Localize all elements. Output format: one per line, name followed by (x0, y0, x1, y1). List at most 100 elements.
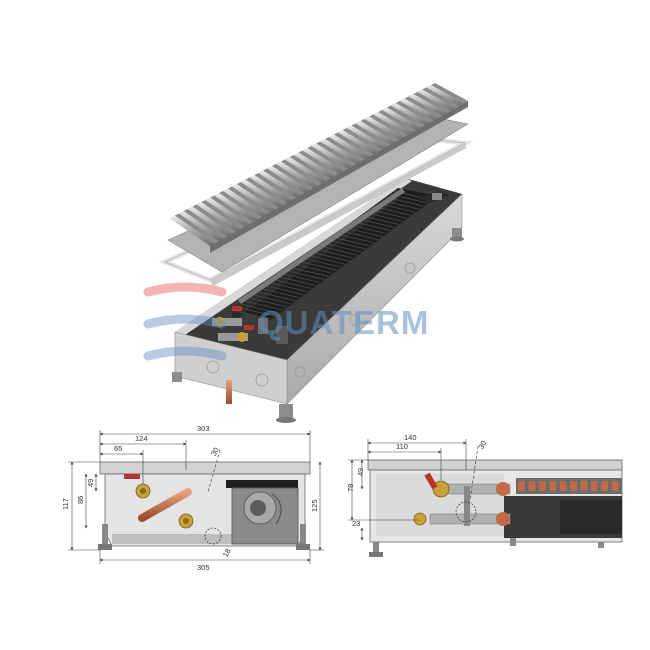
fin-line (236, 306, 275, 317)
grille-slat (302, 148, 344, 174)
fin-line (319, 245, 358, 256)
adjustable-foot (452, 228, 462, 238)
copper-fin (580, 481, 588, 491)
fin-line (240, 303, 279, 314)
linear-grille (170, 83, 468, 253)
dim-inner-height: 86 (76, 496, 85, 504)
copper-fin (601, 481, 609, 491)
fin-line (244, 300, 283, 311)
valve-red-handle (232, 306, 242, 311)
knockout-hole (294, 366, 306, 378)
valve-assembly (212, 191, 450, 344)
front-section-drawing: 303 124 65 30 117 86 49 125 305 18 (61, 424, 324, 572)
fin-line (331, 236, 370, 247)
copper-fin (611, 481, 619, 491)
valve-brass (237, 332, 247, 342)
dim-pipe-dia: 18 (221, 547, 233, 559)
grille-slat (373, 112, 413, 135)
valve-red-handle (124, 474, 140, 479)
grille-slat (223, 188, 267, 217)
pipe-stub (226, 380, 232, 404)
dim-overall-top: 303 (197, 424, 210, 433)
grille-slat (426, 85, 465, 106)
fin-line (277, 276, 316, 286)
fin-line (231, 309, 271, 320)
grille-slat (284, 157, 327, 184)
grille-slat (337, 130, 379, 155)
knockout-hole (206, 360, 220, 374)
knockout-hole (349, 314, 361, 326)
heat-exchanger (231, 188, 438, 322)
dim-valve-height: 49 (86, 479, 95, 487)
valve-brass (413, 512, 427, 526)
copper-fin (590, 481, 598, 491)
fin-line (339, 230, 378, 241)
grille-slat (311, 143, 353, 169)
fin-line (335, 233, 374, 244)
grille-slat (231, 184, 275, 213)
grille-slat (390, 103, 430, 126)
fin-line (310, 251, 349, 262)
grille-slat (417, 89, 456, 111)
fin-line (273, 279, 312, 289)
dim-height-b: 49 (356, 468, 365, 476)
grille-slat (364, 116, 404, 140)
copper-fin (570, 481, 577, 491)
copper-fin (559, 481, 567, 491)
fin-line (314, 248, 354, 259)
dim-valve-offset: 65 (114, 444, 122, 453)
brand-watermark: QUATERM (143, 282, 429, 361)
fin-line (285, 269, 325, 280)
fin-line (323, 242, 362, 253)
fin-line (269, 282, 308, 292)
adjustable-foot (279, 404, 293, 418)
grille-slat (408, 94, 447, 116)
grille-slat (240, 179, 284, 208)
grille-slat (249, 175, 293, 203)
copper-fin (549, 481, 557, 491)
fin-line (248, 297, 287, 308)
copper-pipe (138, 488, 192, 522)
dim-pipe-offset: 124 (135, 434, 148, 443)
grille-slat (214, 193, 258, 222)
knockout-hole (255, 373, 269, 387)
fin-line (265, 285, 304, 295)
fin-line (290, 266, 329, 277)
dim-height-a: 78 (346, 484, 355, 492)
fin-line (256, 291, 295, 302)
valve-red-handle (424, 472, 438, 490)
side-section-drawing: 140 110 30 78 49 23 (346, 433, 623, 557)
grille-slat (267, 166, 310, 193)
grille-slat (346, 125, 387, 150)
fin-line (252, 294, 291, 305)
grille-slat (355, 121, 396, 145)
dim-bottom-width: 305 (197, 563, 210, 572)
grille-slat (187, 206, 232, 237)
brand-watermark-text: QUATERM (258, 304, 429, 341)
fin-line (281, 273, 320, 283)
fin-line (298, 260, 337, 271)
copper-fin (528, 481, 536, 491)
fin-line (327, 239, 366, 250)
copper-fin (518, 481, 525, 491)
grille-slat (399, 98, 439, 121)
dim-left-height: 117 (61, 498, 70, 510)
knockout-hole (404, 262, 416, 274)
fin-line (306, 254, 345, 265)
grille-slat (258, 170, 301, 198)
valve-red-handle (244, 325, 254, 330)
fin-line (302, 257, 341, 268)
grille-slat (178, 211, 224, 242)
dim-right-height: 125 (310, 499, 319, 512)
grille-slat (205, 197, 250, 227)
grille-slat (329, 134, 370, 159)
grille-slat (293, 152, 336, 179)
fin-line (294, 263, 333, 274)
grille-slat (196, 202, 241, 232)
dim-offset-a: 140 (404, 433, 417, 442)
adjustable-foot (172, 372, 182, 382)
valve-brass (215, 317, 225, 327)
copper-fin (538, 481, 546, 491)
dim-offset-b: 110 (396, 442, 408, 451)
